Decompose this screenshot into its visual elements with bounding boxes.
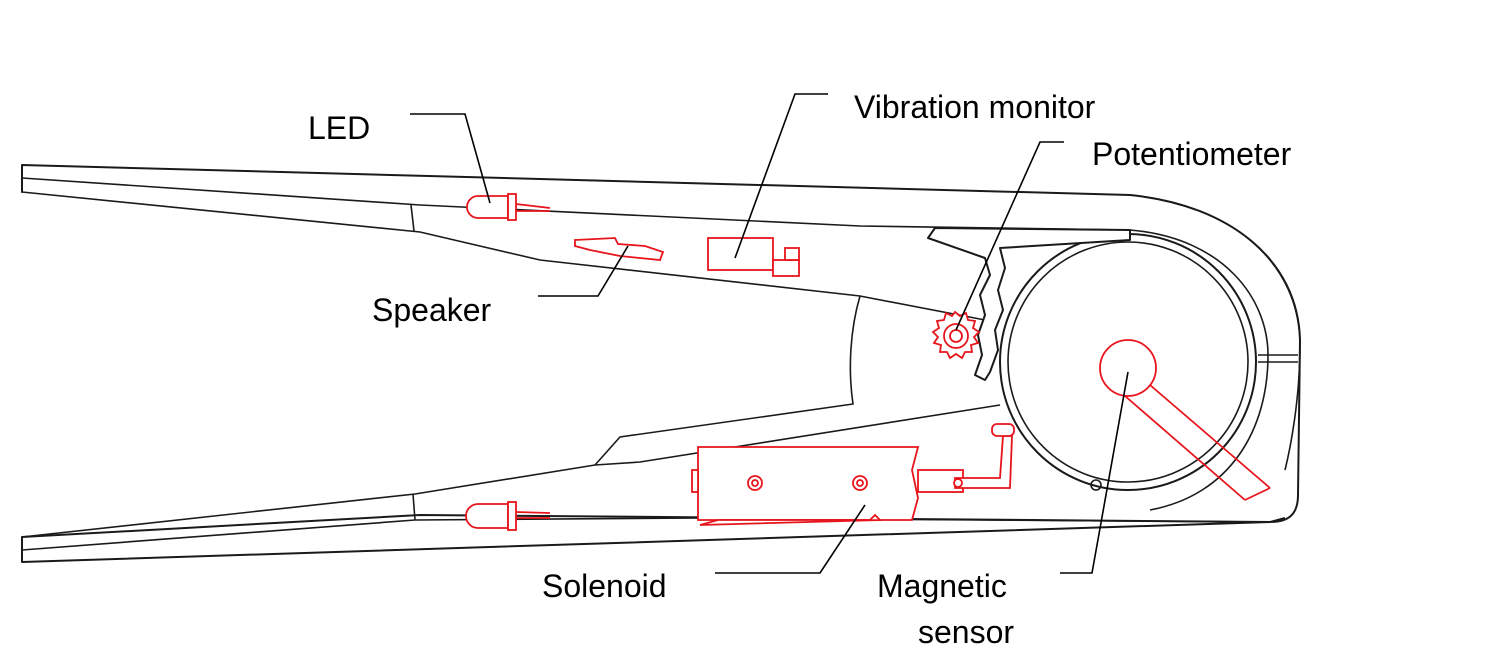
led-upper-rim <box>507 193 517 221</box>
lower-arm-lower-edge <box>21 517 1271 551</box>
inner-wedge-curve <box>594 295 861 466</box>
leader-speaker <box>538 245 629 297</box>
label-vibration-monitor: Vibration monitor <box>854 89 1096 125</box>
solenoid-body <box>697 446 920 521</box>
solenoid-base <box>699 513 883 526</box>
speaker-part <box>574 237 665 261</box>
leader-led <box>410 113 491 204</box>
upper-arm-joint <box>410 204 415 232</box>
potentiometer-part <box>931 310 981 360</box>
magnetic-sensor-disc <box>1099 339 1157 397</box>
solenoid-link <box>954 435 1013 489</box>
solenoid-end-cap <box>691 469 699 493</box>
solenoid-part <box>691 423 1015 526</box>
leader-lines <box>410 93 1129 574</box>
label-speaker: Speaker <box>372 292 492 328</box>
solenoid-screw-1-inner <box>751 479 759 487</box>
lower-arm-joint <box>412 493 416 521</box>
led-lower-body <box>465 503 509 529</box>
magnetic-sensor-arm <box>1124 384 1271 501</box>
led-upper-body <box>466 195 509 219</box>
vibration-monitor-part <box>707 237 800 277</box>
label-magnetic-sensor-line2: sensor <box>918 614 1014 650</box>
solenoid-link-head <box>991 423 1015 437</box>
led-upper <box>466 193 551 221</box>
leader-magnetic-sensor <box>1060 371 1129 574</box>
label-solenoid: Solenoid <box>542 568 667 604</box>
labels: LED Vibration monitor Potentiometer Spea… <box>308 89 1292 650</box>
led-upper-lead <box>515 203 551 209</box>
solenoid-screw-2-inner <box>856 479 864 487</box>
leader-potentiometer <box>955 141 1064 331</box>
head-outer-arc <box>1129 194 1301 471</box>
rack-arm <box>927 227 1131 381</box>
speaker-body <box>574 237 665 261</box>
leader-solenoid <box>715 504 866 574</box>
vibration-monitor-tab <box>784 247 800 261</box>
label-potentiometer: Potentiometer <box>1092 136 1292 172</box>
drum-inner <box>1007 241 1249 483</box>
leader-vibration-monitor <box>734 93 828 259</box>
label-magnetic-sensor-line1: Magnetic <box>877 568 1007 604</box>
potentiometer-core <box>949 329 963 343</box>
solenoid-pivot <box>953 478 963 488</box>
led-lower-lead <box>515 511 551 514</box>
led-lower <box>465 501 551 531</box>
magnetic-sensor-part <box>1099 339 1271 501</box>
drum-pin <box>1090 479 1102 491</box>
upper-arm-lower-edge <box>21 191 986 321</box>
led-lower-rim <box>507 501 517 531</box>
vibration-monitor-plug <box>772 259 800 277</box>
label-led: LED <box>308 110 370 146</box>
